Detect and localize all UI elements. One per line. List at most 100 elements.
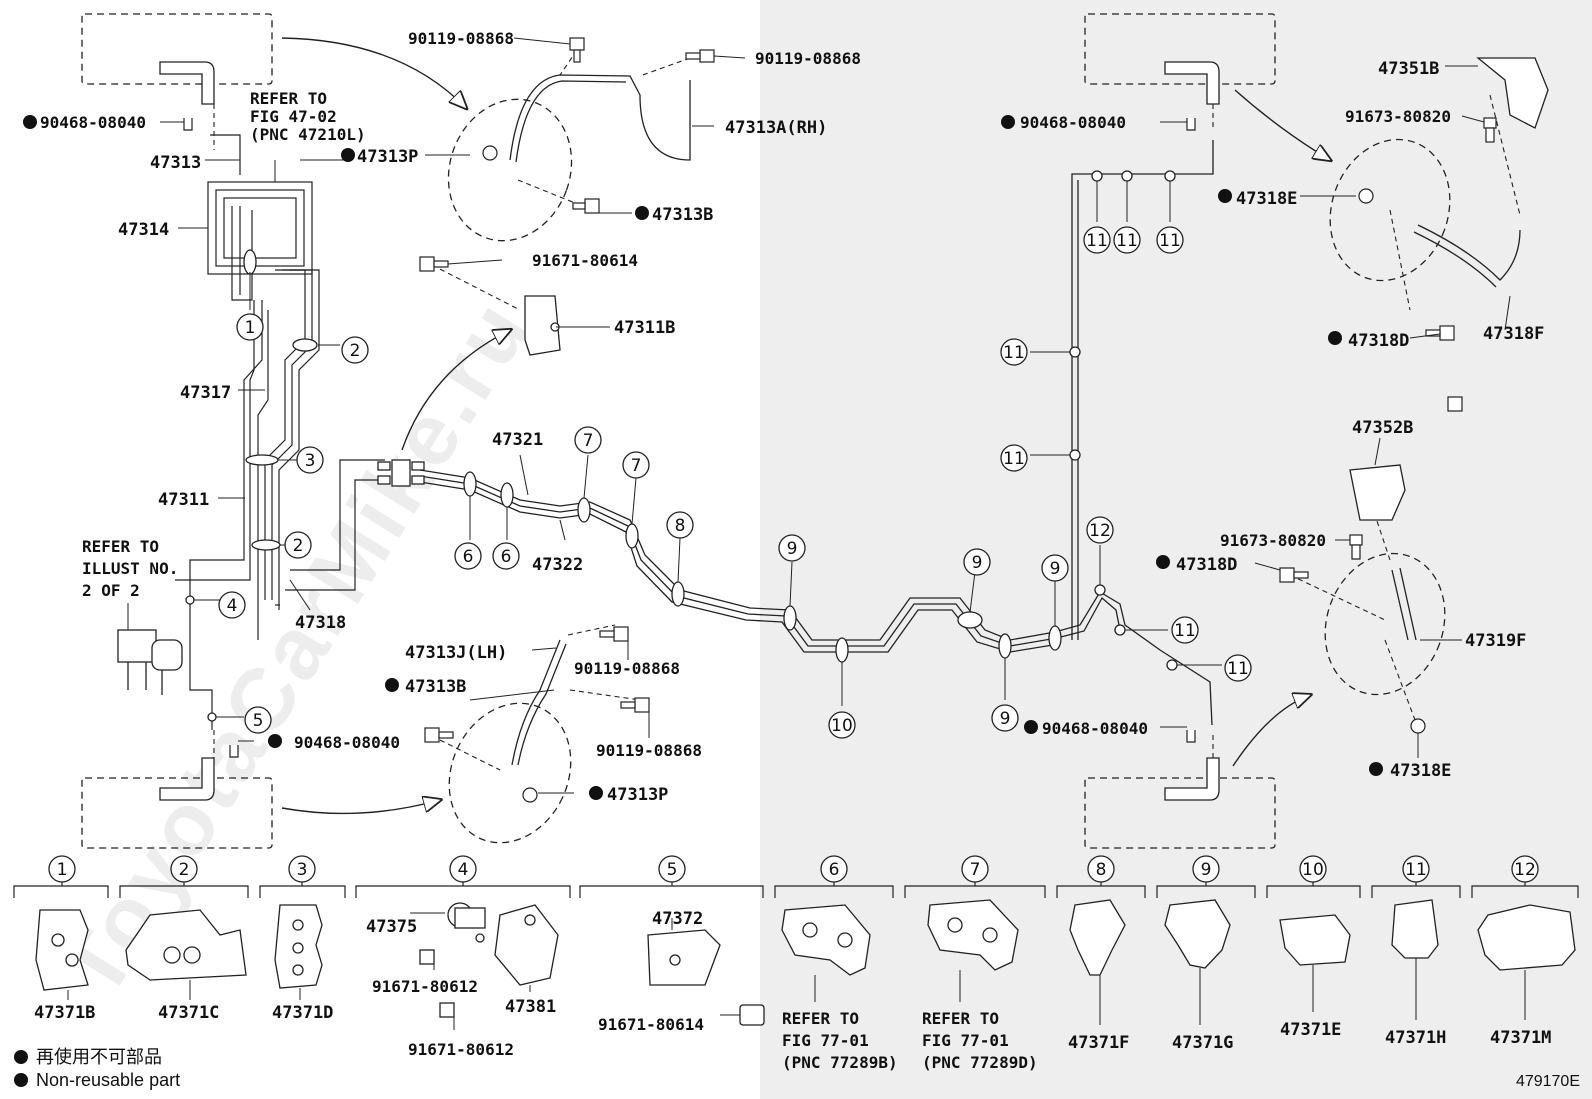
bolts xyxy=(419,37,1497,803)
left-leaders xyxy=(127,159,348,718)
svg-text:9: 9 xyxy=(787,539,798,559)
table-part-47371F: 47371F xyxy=(1068,1033,1129,1053)
label-47313: 47313 xyxy=(150,153,201,173)
label-47313P-b: 47313P xyxy=(607,785,668,805)
svg-text:6: 6 xyxy=(829,860,840,880)
label-47319F: 47319F xyxy=(1465,631,1526,651)
label-47351B: 47351B xyxy=(1378,59,1439,79)
callout-6: 6 xyxy=(492,542,520,570)
callout-9: 9 xyxy=(991,704,1019,732)
svg-text:9: 9 xyxy=(972,553,983,573)
label-91673-80820-b: 91673-80820 xyxy=(1220,531,1326,550)
callout-11: 11 xyxy=(1083,226,1111,254)
svg-text:10: 10 xyxy=(831,716,853,736)
label-47317: 47317 xyxy=(180,383,231,403)
table-part-47381: 47381 xyxy=(505,997,556,1017)
ref-illust-line2: ILLUST NO. xyxy=(82,559,178,578)
callout-11: 11 xyxy=(1113,226,1141,254)
brackets xyxy=(524,57,1549,521)
callout-10: 10 xyxy=(828,711,856,739)
table-part-47371M: 47371M xyxy=(1490,1028,1551,1048)
ref-77289b-line2: FIG 77-01 xyxy=(782,1031,869,1050)
callout-1: 1 xyxy=(236,313,264,341)
label-47318D-a: 47318D xyxy=(1348,331,1409,351)
table-part-47371D: 47371D xyxy=(272,1003,333,1023)
svg-text:11: 11 xyxy=(1086,231,1108,251)
table-part-91671-80614: 91671-80614 xyxy=(598,1015,704,1034)
non-reusable-markers xyxy=(23,115,1383,800)
svg-text:6: 6 xyxy=(501,547,512,567)
hose-stubs xyxy=(159,61,1220,801)
svg-text:11: 11 xyxy=(1003,343,1025,363)
diagram-id: 479170E xyxy=(1515,1073,1580,1090)
svg-text:9: 9 xyxy=(1050,559,1061,579)
callout-6: 6 xyxy=(454,542,482,570)
label-90119-08868-c: 90119-08868 xyxy=(574,659,680,678)
label-91673-80820-a: 91673-80820 xyxy=(1345,107,1451,126)
ref-fig-47-02-line1: REFER TO xyxy=(250,89,327,108)
ref-77289d-line1: REFER TO xyxy=(922,1009,999,1028)
legend-jp-row: 再使用不可部品 xyxy=(14,1043,162,1069)
table-num-11: 11 xyxy=(1402,855,1430,883)
label-90119-08868-a: 90119-08868 xyxy=(408,29,514,48)
direction-arrows xyxy=(281,37,1330,815)
table-part-47372: 47372 xyxy=(652,909,703,929)
svg-text:7: 7 xyxy=(631,456,642,476)
parts-table-lines xyxy=(13,870,1579,898)
table-part-47371H: 47371H xyxy=(1385,1028,1446,1048)
svg-text:10: 10 xyxy=(1302,860,1324,880)
label-47318E-a: 47318E xyxy=(1236,189,1297,209)
table-num-7: 7 xyxy=(961,855,989,883)
svg-text:11: 11 xyxy=(1227,659,1249,679)
table-num-12: 12 xyxy=(1511,855,1539,883)
svg-text:5: 5 xyxy=(667,860,678,880)
svg-text:2: 2 xyxy=(350,341,361,361)
svg-text:3: 3 xyxy=(305,451,316,471)
svg-text:2: 2 xyxy=(293,536,304,556)
svg-text:8: 8 xyxy=(675,516,686,536)
label-47352B: 47352B xyxy=(1352,418,1413,438)
label-47313B-b: 47313B xyxy=(405,677,466,697)
label-47314: 47314 xyxy=(118,220,169,240)
table-part-91671-80612-a: 91671-80612 xyxy=(372,977,478,996)
label-90119-08868-d: 90119-08868 xyxy=(596,741,702,760)
legend-en-text: Non-reusable part xyxy=(36,1070,181,1090)
callout-12: 12 xyxy=(1086,516,1114,544)
svg-text:7: 7 xyxy=(970,860,981,880)
callout-2: 2 xyxy=(284,531,312,559)
label-47313B-a: 47313B xyxy=(652,205,713,225)
table-num-5: 5 xyxy=(658,855,686,883)
svg-text:6: 6 xyxy=(463,547,474,567)
ref-77289d-line2: FIG 77-01 xyxy=(922,1031,1009,1050)
svg-text:12: 12 xyxy=(1089,521,1111,541)
table-part-47371E: 47371E xyxy=(1280,1020,1341,1040)
table-num-9: 9 xyxy=(1192,855,1220,883)
non-reusable-marker-icon xyxy=(14,1073,28,1087)
fastener-lines xyxy=(213,49,1521,771)
label-47313A: 47313A(RH) xyxy=(725,118,827,138)
label-47313P-a: 47313P xyxy=(357,147,418,167)
table-part-91671-80612-b: 91671-80612 xyxy=(408,1040,514,1059)
table-leaders xyxy=(67,912,1526,1030)
table-num-8: 8 xyxy=(1087,855,1115,883)
callout-8: 8 xyxy=(666,511,694,539)
svg-text:11: 11 xyxy=(1003,449,1025,469)
label-47311: 47311 xyxy=(158,490,209,510)
callout-3: 3 xyxy=(296,446,324,474)
ref-77289d-line3: (PNC 77289D) xyxy=(922,1053,1038,1072)
label-47318D-b: 47318D xyxy=(1176,555,1237,575)
table-num-3: 3 xyxy=(288,855,316,883)
table-num-2: 2 xyxy=(170,855,198,883)
callout-7: 7 xyxy=(574,426,602,454)
callout-11: 11 xyxy=(1000,444,1028,472)
table-num-6: 6 xyxy=(820,855,848,883)
callout-7: 7 xyxy=(622,451,650,479)
ref-77289b-line3: (PNC 77289B) xyxy=(782,1053,898,1072)
callout-9: 9 xyxy=(963,548,991,576)
legend-jp-text: 再使用不可部品 xyxy=(36,1047,162,1067)
callout-9: 9 xyxy=(1041,554,1069,582)
table-part-47371C: 47371C xyxy=(158,1003,219,1023)
label-47318F: 47318F xyxy=(1483,324,1544,344)
label-47318E-b: 47318E xyxy=(1390,761,1451,781)
